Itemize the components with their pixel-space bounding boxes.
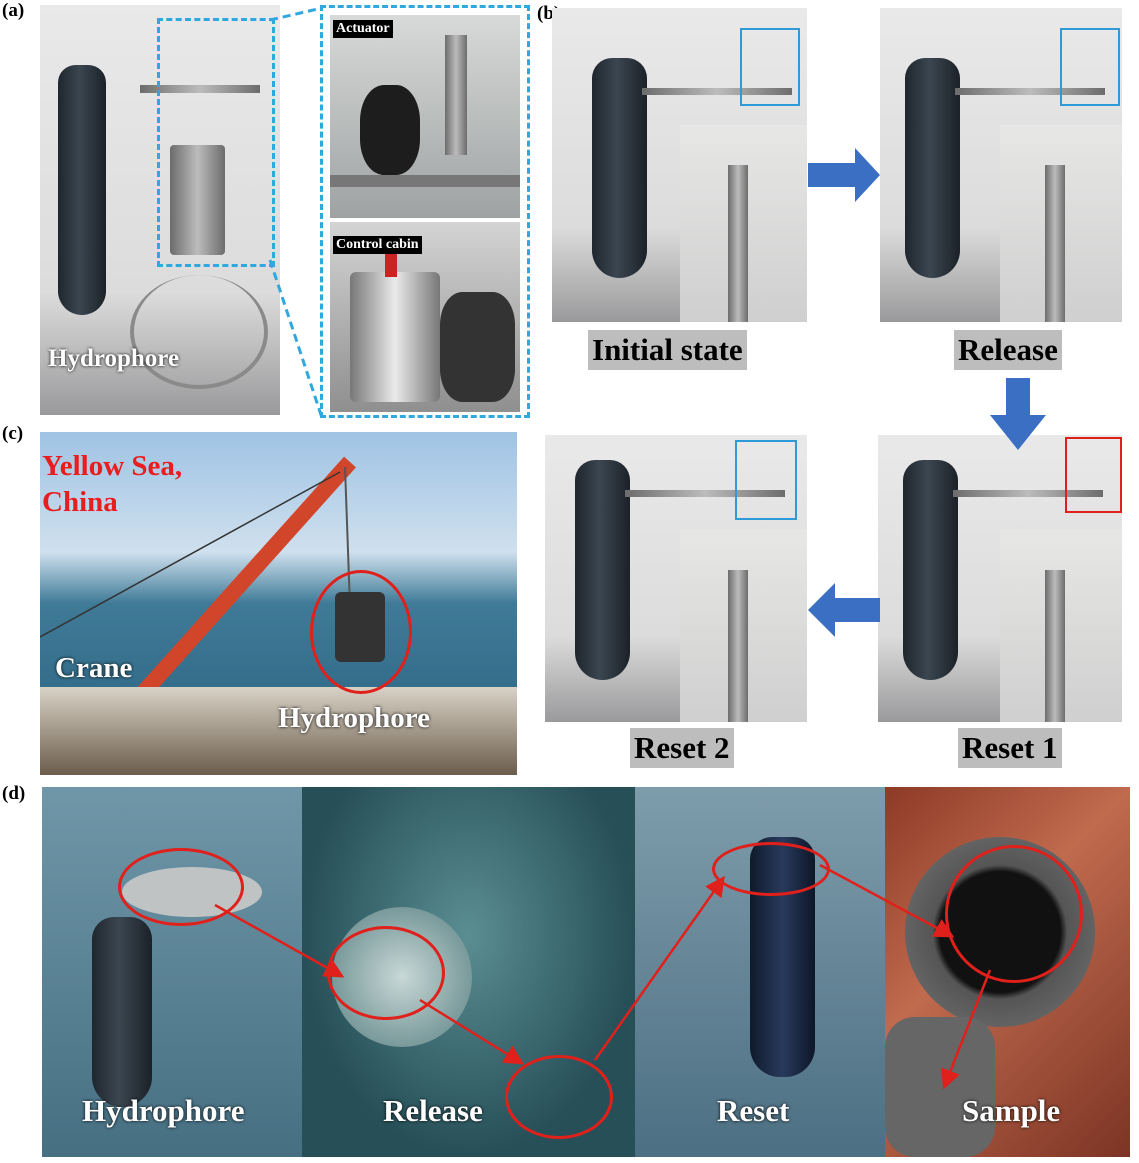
caption-release: Release [954,330,1062,370]
arrow-right [808,148,880,202]
hydrophore-circle [310,570,412,694]
reset-top-circle [712,842,830,896]
sample-circle [945,845,1083,983]
hydrophore-label: Hydrophore [278,702,431,734]
zoom-region-box [157,18,275,267]
caption-reset1: Reset 1 [958,728,1062,768]
location-label: Yellow Sea, China [42,448,182,520]
location-line2: China [42,486,118,518]
actuator-tag: Actuator [333,20,393,38]
arrow-left [808,583,880,637]
actuator-highlight [1060,28,1120,106]
control-cabin-tag: Control cabin [333,236,422,254]
crane-label: Crane [55,652,133,684]
step-label-release: Release [383,1093,483,1128]
reset2-photo [545,435,807,722]
step-label-sample: Sample [962,1093,1061,1128]
actuator-highlight [740,28,800,106]
panel-label-c: (c) [2,423,24,444]
caption-reset2: Reset 2 [630,728,734,768]
reset1-photo [878,435,1122,722]
location-line1: Yellow Sea, [42,450,183,482]
inset-frame [320,5,530,418]
actuator-highlight-red [1065,437,1122,513]
release-photo [880,8,1122,322]
step-label-hydrophore: Hydrophore [82,1093,245,1128]
caption-initial-state: Initial state [588,330,747,370]
hydrophore-caption: Hydrophore [48,345,180,372]
panel-label-d: (d) [2,783,26,804]
initial-state-photo [552,8,807,322]
release-circle [327,926,445,1020]
hydrophore-photo: Hydrophore [40,5,280,415]
actuator-highlight [735,440,797,520]
panel-label-a: (a) [2,0,25,21]
top-plate-circle [118,848,244,926]
step-label-reset: Reset [717,1093,790,1128]
water-circle [505,1055,613,1139]
actuator-photo [330,15,520,218]
